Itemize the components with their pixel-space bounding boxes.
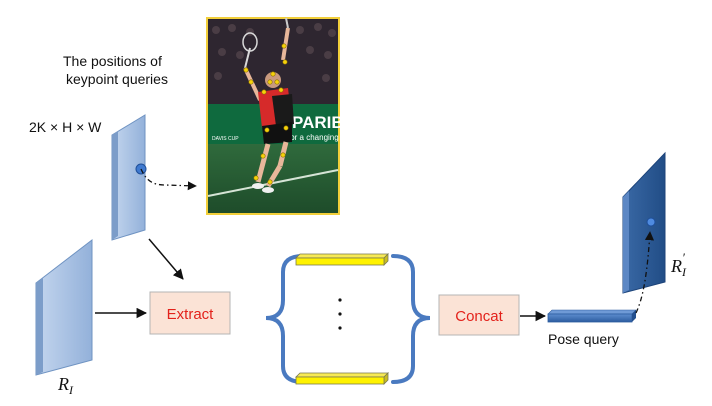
feature-bar-bottom bbox=[296, 373, 388, 384]
photo-banner-text: PARIBA bbox=[292, 113, 356, 132]
r-i-prime-feature-panel bbox=[623, 153, 665, 293]
keypoint-photo: PARIBA for a changing DAVIS CUP bbox=[207, 18, 356, 214]
dashed-arrow-to-photo bbox=[141, 169, 196, 186]
concat-label: Concat bbox=[455, 308, 503, 325]
pose-query-bar bbox=[548, 310, 636, 322]
positions-label-line2: keypoint queries bbox=[66, 71, 168, 87]
keypoint-query-panel bbox=[112, 115, 146, 240]
arrow-queries-to-extract bbox=[149, 239, 183, 279]
photo-banner-subtext: for a changing bbox=[288, 133, 339, 142]
dimension-label: 2K × H × W bbox=[29, 119, 102, 135]
positions-label-line1: The positions of bbox=[63, 53, 162, 69]
r-i-prime-label: RI′ bbox=[670, 250, 687, 279]
pose-query-label: Pose query bbox=[548, 331, 619, 347]
extract-label: Extract bbox=[167, 306, 215, 323]
right-curly-brace-icon bbox=[393, 256, 430, 382]
pose-query-dot-icon bbox=[647, 218, 655, 226]
left-curly-brace-icon bbox=[266, 256, 303, 382]
r-i-feature-panel bbox=[36, 240, 92, 375]
r-i-label: RI bbox=[57, 374, 74, 397]
photo-logo-text: DAVIS CUP bbox=[212, 136, 239, 142]
feature-bar-top bbox=[296, 254, 388, 265]
vertical-ellipsis-icon bbox=[338, 298, 341, 329]
